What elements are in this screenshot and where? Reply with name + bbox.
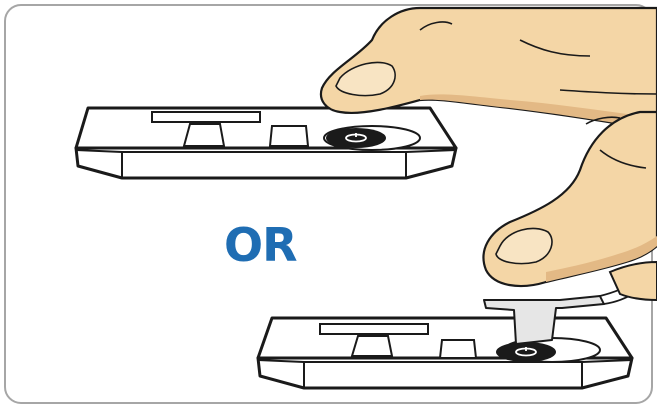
strip-port — [352, 336, 392, 356]
small-window — [440, 340, 476, 358]
small-window — [270, 126, 308, 146]
power-button — [326, 128, 386, 148]
display-slot — [320, 324, 428, 334]
strip-port — [184, 124, 224, 146]
power-button — [496, 342, 556, 362]
meter-device-top — [76, 108, 456, 178]
display-slot — [152, 112, 260, 122]
or-separator: OR — [224, 222, 297, 268]
meter-device-bottom — [258, 318, 632, 388]
